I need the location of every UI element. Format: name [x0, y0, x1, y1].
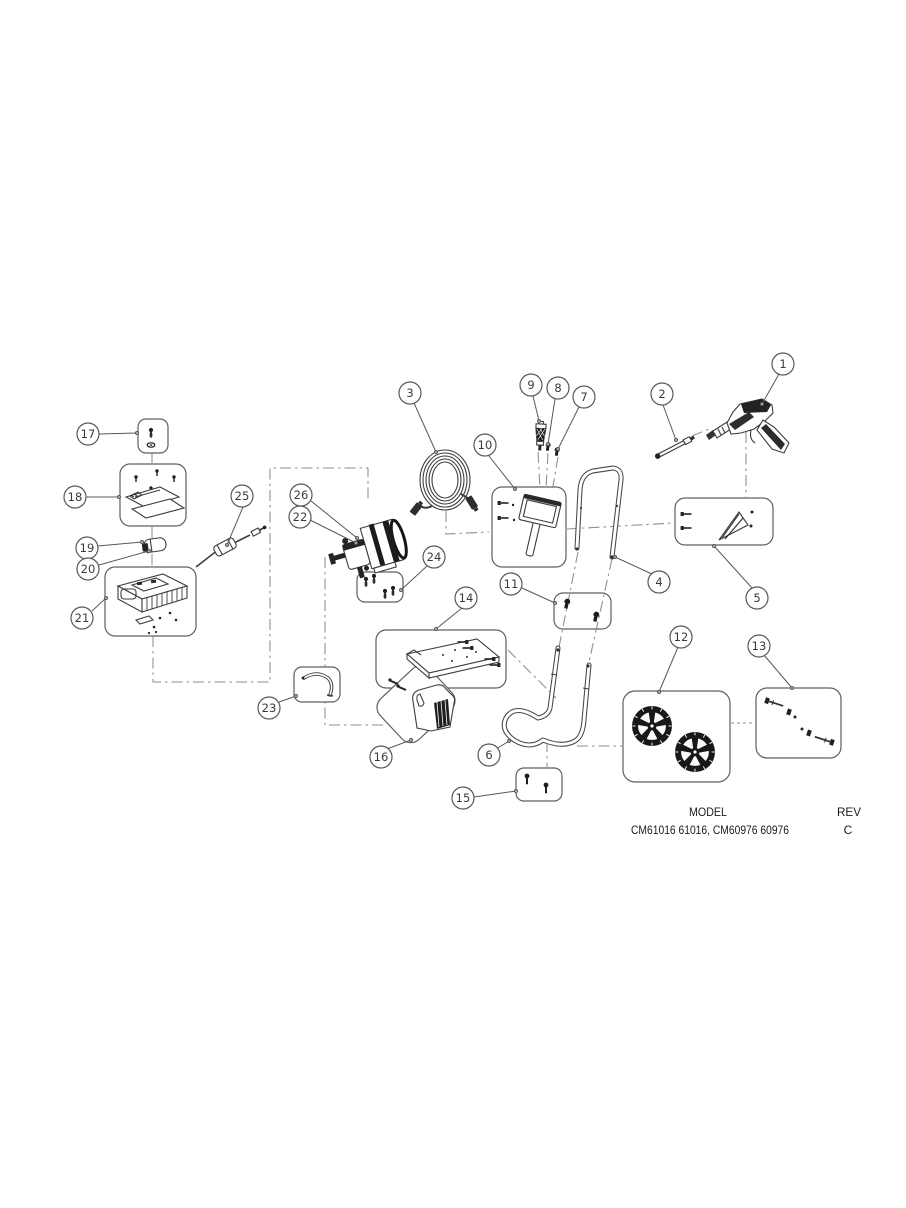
callout-20-label: 20	[81, 562, 96, 576]
box-part-17	[137, 418, 169, 454]
part-charger-base	[116, 573, 189, 635]
callout-21: 21	[70, 595, 108, 630]
callout-8-label: 8	[554, 381, 561, 395]
callout-22-label: 22	[293, 510, 308, 524]
hardware-boxes	[104, 418, 842, 802]
callout-2-label: 2	[658, 387, 665, 401]
part-hose	[409, 449, 479, 516]
callout-8: 8	[545, 376, 570, 447]
part-screw-nut	[146, 427, 156, 448]
callout-25: 25	[225, 484, 254, 547]
callout-6: 6	[477, 738, 512, 767]
callout-26-label: 26	[294, 488, 309, 502]
callout-18: 18	[63, 485, 121, 509]
callouts: 1 2 3 4 5 6 7 8 9 10 11 12 13 14 15 16 1…	[63, 352, 795, 810]
part-cover-plate	[124, 469, 186, 519]
assembly-routing-lines	[151, 428, 755, 767]
callout-15-label: 15	[456, 791, 471, 805]
callout-10-label: 10	[478, 438, 493, 452]
callout-15: 15	[451, 786, 518, 810]
callout-7: 7	[555, 385, 596, 452]
part-gun-mount-hardware	[679, 510, 754, 541]
box-part-13	[755, 687, 842, 759]
box-part-15	[515, 767, 563, 802]
callout-6-label: 6	[485, 748, 492, 762]
part-pump-assembly	[328, 518, 408, 579]
callout-17: 17	[76, 422, 140, 446]
part-panel-handle	[496, 493, 562, 557]
callout-3-label: 3	[406, 386, 413, 400]
title-block: MODEL CM61016 61016, CM60976 60976 REV C	[631, 805, 861, 837]
callout-1-label: 1	[779, 357, 786, 371]
part-axle-hardware	[764, 697, 835, 746]
part-upper-handle	[574, 465, 624, 560]
callout-3: 3	[398, 381, 439, 455]
part-turbo-nozzle	[535, 420, 547, 451]
part-lower-frame	[501, 645, 592, 748]
callout-4: 4	[612, 554, 671, 594]
callout-4-label: 4	[655, 575, 662, 589]
rev-label: REV	[837, 805, 861, 819]
callout-26: 26	[289, 483, 360, 540]
callout-12-label: 12	[674, 630, 689, 644]
part-hook	[301, 672, 334, 697]
part-clip-sleeve	[141, 537, 167, 554]
callout-19-label: 19	[80, 541, 95, 555]
part-power-cable	[195, 525, 267, 568]
part-base-plate	[405, 638, 502, 680]
callout-14: 14	[434, 586, 478, 631]
callout-23: 23	[257, 693, 299, 720]
part-spray-gun	[706, 398, 790, 454]
callout-22: 22	[288, 505, 359, 545]
part-nozzle-holder	[388, 678, 456, 732]
callout-2: 2	[650, 382, 678, 443]
callout-9-label: 9	[527, 378, 534, 392]
callout-25-label: 25	[235, 489, 250, 503]
callout-24: 24	[399, 545, 446, 592]
callout-23-label: 23	[262, 701, 277, 715]
callout-16-label: 16	[374, 750, 389, 764]
rev-value: C	[844, 823, 853, 837]
callout-16: 16	[369, 737, 414, 769]
callout-7-label: 7	[580, 390, 587, 404]
callout-11-label: 11	[504, 577, 519, 591]
callout-18-label: 18	[68, 490, 83, 504]
callout-13: 13	[747, 634, 794, 690]
callout-24-label: 24	[427, 550, 442, 564]
model-value: CM61016 61016, CM60976 60976	[631, 823, 789, 837]
callout-17-label: 17	[81, 427, 96, 441]
callout-9: 9	[519, 373, 543, 424]
callout-10: 10	[473, 433, 517, 492]
callout-19: 19	[75, 536, 145, 560]
box-part-5	[674, 497, 774, 546]
callout-12: 12	[656, 625, 693, 694]
box-part-11	[553, 592, 612, 630]
model-label: MODEL	[689, 805, 727, 819]
part-lance	[654, 435, 695, 459]
callout-20: 20	[76, 548, 152, 581]
part-drawings	[116, 398, 835, 794]
callout-5: 5	[711, 543, 769, 610]
part-screws-15	[524, 773, 549, 794]
callout-5-label: 5	[753, 591, 760, 605]
callout-13-label: 13	[752, 639, 767, 653]
callout-14-label: 14	[459, 591, 474, 605]
callout-21-label: 21	[75, 611, 90, 625]
callout-1: 1	[759, 352, 795, 407]
callout-11: 11	[499, 572, 557, 605]
